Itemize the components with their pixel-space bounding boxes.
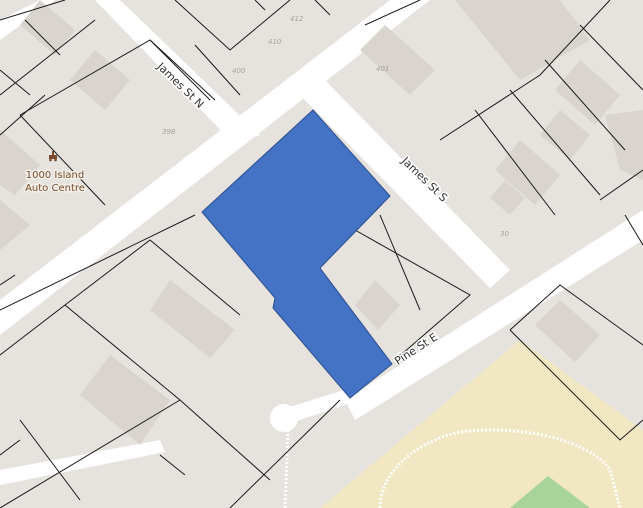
poi-name-line1: 1000 Island xyxy=(26,170,84,181)
parcel-line xyxy=(64,239,241,316)
house-number: 401 xyxy=(376,65,389,73)
parcel-line xyxy=(0,274,16,286)
parcel-line xyxy=(0,69,31,96)
road-sw[interactable] xyxy=(0,440,165,485)
parcel-line xyxy=(314,0,331,16)
building xyxy=(535,300,600,362)
cul-de-sac-circle[interactable] xyxy=(270,404,298,432)
building xyxy=(0,200,30,250)
parcel-line xyxy=(194,44,241,96)
parcel-line xyxy=(509,89,601,196)
road-james-s[interactable] xyxy=(300,80,510,288)
parcel-line xyxy=(159,454,186,476)
parcel-line xyxy=(624,214,643,246)
house-number: 398 xyxy=(162,128,176,136)
building xyxy=(70,50,130,110)
parcel-line xyxy=(509,284,643,346)
selected-parcel[interactable] xyxy=(201,109,393,399)
building xyxy=(20,0,75,55)
parcel-line xyxy=(354,229,471,361)
park-path xyxy=(378,428,622,508)
parcel-line xyxy=(0,399,181,508)
parcel-line xyxy=(544,59,626,151)
building xyxy=(80,355,170,445)
parcel-line xyxy=(0,439,21,456)
parcel-line xyxy=(19,419,81,501)
parcel-line xyxy=(24,19,61,56)
parcel-line xyxy=(0,214,196,311)
building xyxy=(0,130,40,195)
parcel-line xyxy=(254,0,266,11)
building xyxy=(490,180,525,215)
building xyxy=(555,60,620,125)
parcel-line xyxy=(174,0,291,51)
building xyxy=(360,25,435,95)
parcel-line xyxy=(474,109,556,216)
parcel-line xyxy=(229,399,341,508)
road-pine-e[interactable] xyxy=(345,210,643,420)
parcel-line xyxy=(379,214,421,311)
parcel-line xyxy=(439,0,611,141)
buildings xyxy=(0,0,643,445)
road-cul-de-sac[interactable] xyxy=(280,385,365,425)
road-james-n[interactable] xyxy=(95,0,260,145)
poi-auto-centre[interactable]: 1000 Island Auto Centre xyxy=(24,151,86,196)
parcel-line xyxy=(509,329,643,441)
house-number: 400 xyxy=(232,67,246,75)
house-number: 410 xyxy=(268,38,282,46)
building xyxy=(455,0,590,80)
parcel-line xyxy=(19,114,106,206)
parcel-line xyxy=(0,19,96,96)
parcel-line xyxy=(0,94,46,136)
car-repair-icon xyxy=(49,151,57,162)
building xyxy=(605,110,643,180)
parcel-line xyxy=(599,169,643,201)
building xyxy=(540,110,590,160)
parcel-line xyxy=(179,399,271,481)
footpath xyxy=(283,429,290,508)
parcel-line xyxy=(0,0,66,21)
building xyxy=(495,140,560,205)
parcel-line xyxy=(579,24,643,91)
parcel-line xyxy=(364,0,421,26)
house-number: 30 xyxy=(500,230,509,238)
building xyxy=(355,280,400,330)
parcel-line xyxy=(149,39,216,101)
poi-name-line2: Auto Centre xyxy=(25,183,85,194)
building xyxy=(150,280,235,358)
house-number: 412 xyxy=(290,15,304,23)
sports-pitch xyxy=(510,476,590,508)
